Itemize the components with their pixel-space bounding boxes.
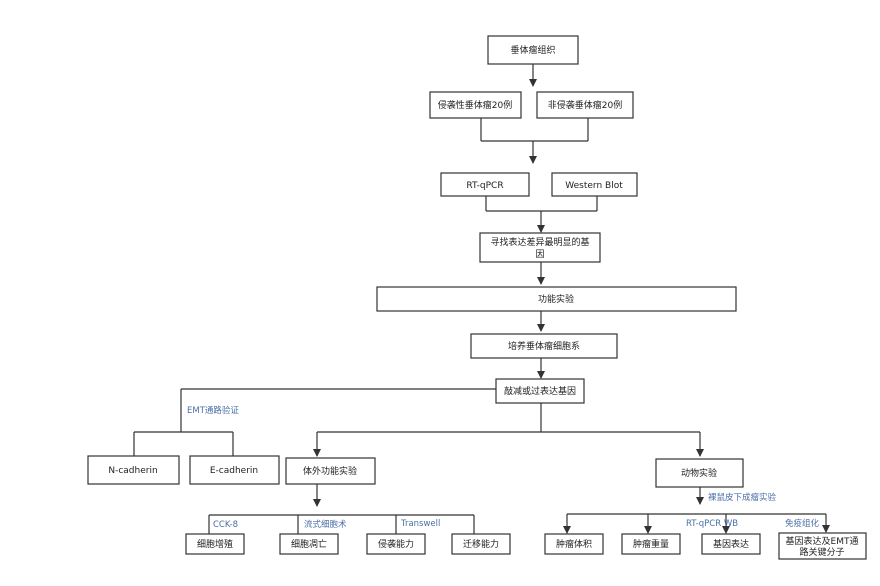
node-label: 细胞凋亡 [291,538,327,550]
node-label: 基因表达 [713,538,749,550]
node-label-line2: 因 [535,249,544,260]
node-label: E-cadherin [210,466,258,476]
node-function-exp: 功能实验 [376,286,737,312]
node-migration: 迁移能力 [451,533,511,555]
label-rtqpcr-wb: RT-qPCR WB [686,519,738,529]
node-label: 非侵袭垂体瘤20例 [548,99,622,111]
node-label: 垂体瘤组织 [510,44,555,56]
connectors [133,64,830,534]
node-animal: 动物实验 [655,458,744,488]
node-label: Western Blot [565,181,623,191]
node-knock: 敲减或过表达基因 [495,378,585,404]
label-ihc: 免疫组化 [785,518,820,529]
node-invasion: 侵袭能力 [366,533,426,555]
node-n-cadherin: N-cadherin [87,455,180,485]
label-cck8: CCK-8 [213,520,238,530]
label-flow-cytometry: 流式细胞术 [304,519,347,530]
node-apoptosis: 细胞凋亡 [279,533,339,555]
node-gene-expr: 基因表达 [701,533,761,555]
node-label: 肿瘤体积 [556,538,592,550]
node-label: 动物实验 [681,467,717,479]
label-nude-mouse: 裸鼠皮下成瘤实验 [708,492,777,503]
node-western-blot: Western Blot [551,172,638,197]
node-e-cadherin: E-cadherin [189,455,280,485]
node-label-line1: 寻找表达差异最明显的基 [490,236,589,248]
label-transwell: Transwell [400,519,440,529]
node-label: 培养垂体瘤细胞系 [508,340,580,352]
node-tumor-weight: 肿瘤重量 [621,533,681,555]
node-pituitary-tissue: 垂体瘤组织 [487,35,579,65]
node-noninvasive: 非侵袭垂体瘤20例 [536,91,634,119]
node-invasive: 侵袭性垂体瘤20例 [429,91,522,119]
node-gene-emt: 基因表达及EMT通 路关键分子 [778,532,867,560]
node-label: RT-qPCR [466,181,503,191]
node-label: 侵袭性垂体瘤20例 [438,99,512,111]
node-culture: 培养垂体瘤细胞系 [470,333,618,359]
node-label: 迁移能力 [463,538,499,550]
node-label: 功能实验 [538,293,574,305]
node-in-vitro: 体外功能实验 [285,457,376,485]
edge-labels: EMT通路验证 CCK-8 流式细胞术 Transwell 裸鼠皮下成瘤实验 R… [187,405,820,530]
node-label: 侵袭能力 [378,538,414,550]
node-label-line1: 基因表达及EMT通 [786,535,859,547]
node-label: N-cadherin [108,466,157,476]
node-tumor-volume: 肿瘤体积 [544,533,604,555]
node-label: 体外功能实验 [303,465,357,477]
node-label: 细胞增殖 [197,538,233,550]
node-label-line2: 路关键分子 [799,546,844,558]
node-proliferation: 细胞增殖 [185,533,245,555]
node-rtqpcr: RT-qPCR [440,172,530,197]
label-emt-pathway: EMT通路验证 [187,405,239,416]
node-label: 肿瘤重量 [633,538,669,550]
node-find-gene: 寻找表达差异最明显的基 因 [479,232,601,263]
node-label: 敲减或过表达基因 [504,385,576,397]
